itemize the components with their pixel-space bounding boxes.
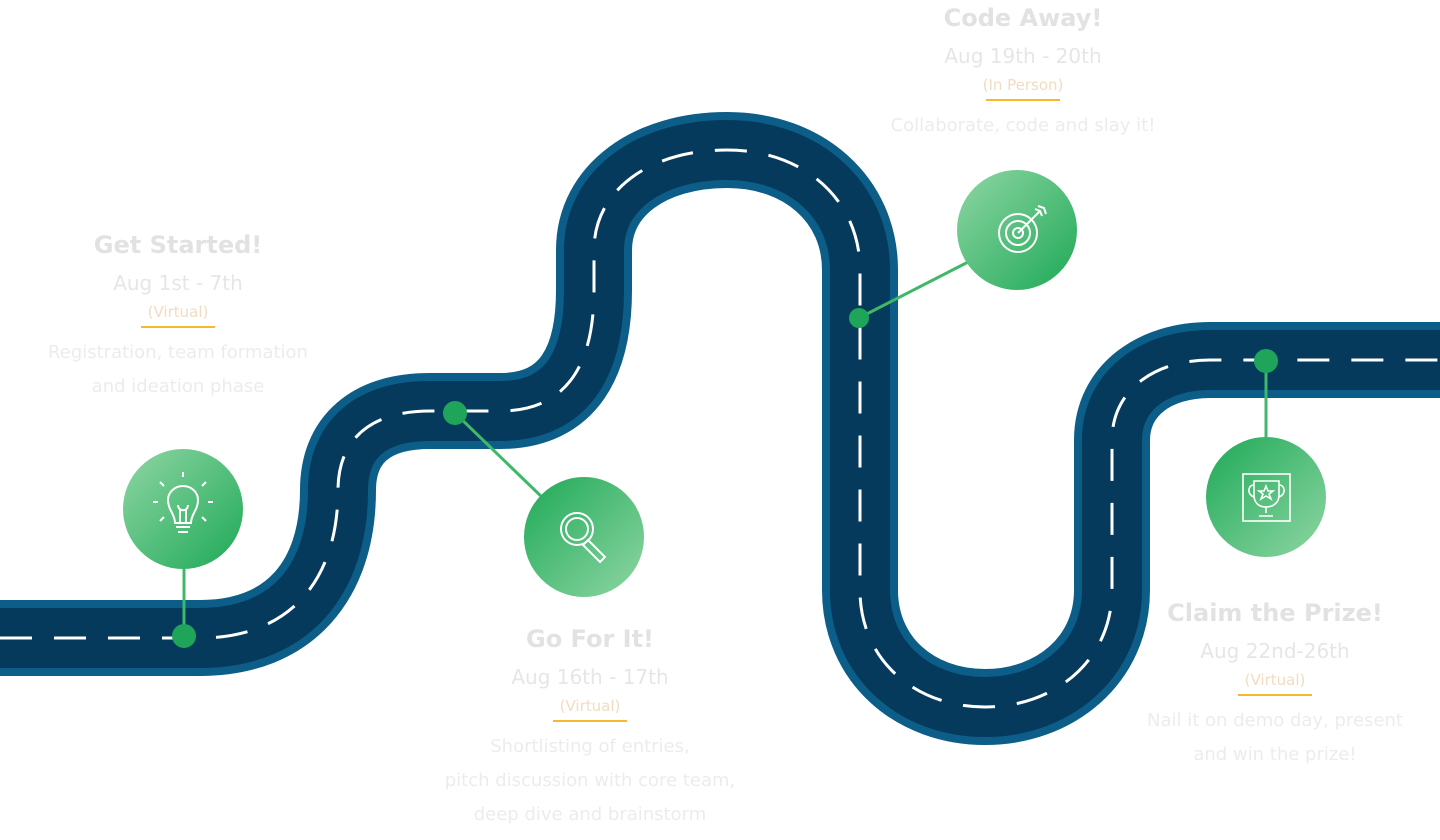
- connector-2: [453, 411, 547, 502]
- badge-3: [957, 170, 1077, 290]
- stage-mode: (Virtual): [147, 303, 209, 321]
- stage-title: Get Started!: [93, 231, 263, 259]
- stage-get-started: Get Started! Aug 1st - 7th (Virtual) Reg…: [28, 230, 328, 404]
- connector-3: [858, 258, 973, 320]
- stage-description: Shortlisting of entries, pitch discussio…: [444, 736, 736, 825]
- accent-underline: [986, 99, 1060, 101]
- stage-date: Aug 22nd-26th: [1200, 639, 1350, 663]
- stage-description: Nail it on demo day, present and win the…: [1147, 710, 1403, 765]
- accent-underline: [1238, 694, 1312, 696]
- stage-description: Registration, team formation and ideatio…: [48, 342, 308, 397]
- badge-1: [123, 449, 243, 569]
- badge-2: [524, 477, 644, 597]
- road-dashes: [0, 148, 1440, 709]
- stage-description: Collaborate, code and slay it!: [890, 115, 1156, 136]
- stage-title: Code Away!: [943, 4, 1103, 32]
- road-marker-4: [1254, 349, 1278, 373]
- target-icon: [998, 205, 1047, 253]
- trophy-icon: [1242, 473, 1291, 522]
- stage-date: Aug 19th - 20th: [944, 44, 1102, 68]
- lightbulb-icon: [153, 472, 213, 533]
- stage-go-for-it: Go For It! Aug 16th - 17th (Virtual) Sho…: [420, 624, 760, 832]
- stage-title: Go For It!: [526, 625, 654, 653]
- stage-date: Aug 16th - 17th: [511, 665, 669, 689]
- stage-claim-the-prize: Claim the Prize! Aug 22nd-26th (Virtual)…: [1120, 598, 1430, 772]
- stage-title: Claim the Prize!: [1167, 599, 1383, 627]
- stage-code-away: Code Away! Aug 19th - 20th (In Person) C…: [865, 3, 1181, 143]
- accent-underline: [553, 720, 627, 722]
- accent-underline: [141, 326, 215, 328]
- magnifier-icon: [560, 512, 607, 564]
- road-marker-3: [849, 308, 869, 328]
- stage-mode: (In Person): [982, 76, 1064, 94]
- stage-date: Aug 1st - 7th: [113, 271, 243, 295]
- road-marker-2: [443, 401, 467, 425]
- badge-4: [1206, 437, 1326, 557]
- road-marker-1: [172, 624, 196, 648]
- stage-mode: (Virtual): [559, 697, 621, 715]
- stage-mode: (Virtual): [1244, 671, 1306, 689]
